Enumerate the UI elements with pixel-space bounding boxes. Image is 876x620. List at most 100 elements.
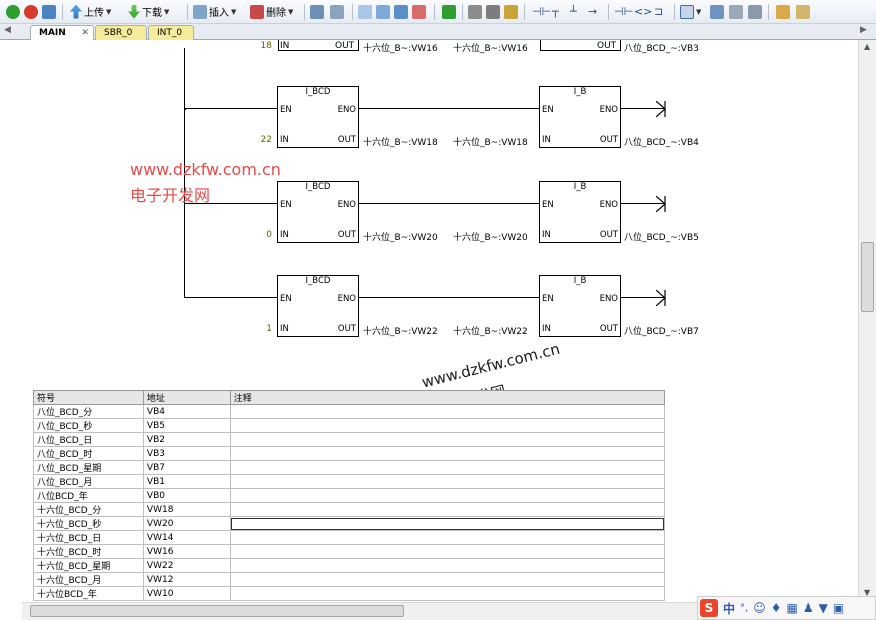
branch-button[interactable]: ┬ (552, 4, 559, 19)
tool-button[interactable] (330, 4, 344, 19)
address-cell[interactable]: VW20 (142, 516, 231, 531)
symbol-cell[interactable]: 十六位BCD_年 (33, 586, 144, 601)
address-cell[interactable]: VW16 (142, 544, 231, 559)
download-button[interactable]: 下载 ▼ (128, 4, 169, 19)
tool-button[interactable] (358, 4, 372, 19)
operand-label[interactable]: 十六位_B~:VW22 (363, 327, 438, 337)
comment-cell[interactable] (229, 558, 666, 573)
ime-punctuation[interactable]: °, (740, 602, 749, 614)
compile-button[interactable] (42, 4, 56, 19)
function-block-i-b[interactable]: I_B EN ENO IN OUT (539, 275, 621, 337)
address-cell[interactable]: VW12 (142, 572, 231, 587)
comment-cell[interactable] (229, 474, 666, 489)
tool-button[interactable] (394, 4, 408, 19)
upload-button[interactable]: 上传 ▼ (70, 4, 111, 19)
vertical-scrollbar[interactable]: ▲ ▼ (858, 40, 876, 602)
coil-button[interactable]: <> (634, 4, 652, 19)
line-up-button[interactable]: ┴ (570, 4, 577, 19)
operand-label[interactable]: 八位_BCD_~:VB5 (624, 233, 699, 243)
symbol-cell[interactable]: 十六位_BCD_月 (33, 572, 144, 587)
tool-button[interactable] (468, 4, 482, 19)
operand-label[interactable]: 十六位_B~:VW22 (453, 327, 528, 337)
tab-scroll-left-icon[interactable]: ◀ (4, 25, 11, 35)
tool-button[interactable] (504, 4, 518, 19)
horizontal-scrollbar[interactable] (22, 602, 858, 620)
operand-label[interactable]: 十六位_B~:VW18 (453, 138, 528, 148)
delete-button[interactable]: 删除 ▼ (250, 4, 293, 19)
comment-cell[interactable] (229, 432, 666, 447)
symbol-cell[interactable]: 十六位_BCD_日 (33, 530, 144, 545)
contact-button[interactable]: ⊣⊢ (532, 4, 551, 19)
operand-label[interactable]: 十六位_B~:VW20 (363, 233, 438, 243)
address-cell[interactable]: VW10 (142, 586, 231, 601)
stop-button[interactable] (24, 4, 38, 19)
operand-label[interactable]: 十六位_B~:VW20 (453, 233, 528, 243)
comment-cell[interactable] (229, 418, 666, 433)
constant-value[interactable]: 0 (266, 230, 272, 240)
symbol-cell[interactable]: 十六位_BCD_分 (33, 502, 144, 517)
address-cell[interactable]: VB0 (142, 488, 231, 503)
comment-cell[interactable] (229, 586, 666, 601)
sogou-logo-icon[interactable]: S (700, 599, 718, 617)
tool-button[interactable] (729, 4, 743, 19)
tool-button[interactable] (748, 4, 762, 19)
tab-main[interactable]: MAIN ✕ (30, 25, 94, 40)
scroll-down-icon[interactable]: ▼ (864, 588, 871, 597)
address-cell[interactable]: VB2 (142, 432, 231, 447)
skin-icon[interactable]: ▼ (818, 601, 828, 615)
close-icon[interactable]: ✕ (81, 28, 89, 38)
operand-label[interactable]: 八位_BCD_~:VB7 (624, 327, 699, 337)
function-block-i-b[interactable]: I_B EN ENO IN OUT (539, 86, 621, 148)
symbol-cell[interactable]: 八位_BCD_日 (33, 432, 144, 447)
run-button[interactable] (6, 4, 20, 19)
horizontal-scroll-thumb[interactable] (30, 605, 404, 617)
comment-cell[interactable] (229, 572, 666, 587)
symbol-cell[interactable]: 十六位_BCD_时 (33, 544, 144, 559)
comment-cell[interactable] (229, 446, 666, 461)
comment-cell-selected[interactable] (229, 516, 666, 531)
symbol-cell[interactable]: 八位_BCD_月 (33, 474, 144, 489)
operand-label[interactable]: 十六位_B~:VW16 (363, 44, 438, 54)
function-block-i-bcd[interactable]: I_BCD EN ENO IN OUT (277, 181, 359, 243)
tool-button[interactable] (310, 4, 324, 19)
column-header-comment[interactable]: 注释 (229, 390, 666, 405)
tool-button[interactable] (796, 4, 810, 19)
comment-cell[interactable] (229, 460, 666, 475)
address-cell[interactable]: VB3 (142, 446, 231, 461)
comment-cell[interactable] (229, 544, 666, 559)
function-block-i-bcd[interactable]: I_BCD EN ENO IN OUT (277, 275, 359, 337)
constant-value[interactable]: 1 (266, 324, 272, 334)
tab-scroll-right-icon[interactable]: ▶ (860, 25, 867, 35)
address-cell[interactable]: VW18 (142, 502, 231, 517)
function-block-i-bcd[interactable]: I_BCD EN ENO IN OUT (277, 86, 359, 148)
address-cell[interactable]: VB1 (142, 474, 231, 489)
microphone-icon[interactable]: ♦ (770, 601, 782, 615)
column-header-address[interactable]: 地址 (142, 390, 231, 405)
contact-no-button[interactable]: ⊣⊢ (614, 4, 633, 19)
vertical-scroll-thumb[interactable] (861, 242, 874, 312)
ime-mode[interactable]: 中 (723, 601, 736, 616)
comment-cell[interactable] (229, 404, 666, 419)
address-cell[interactable]: VB4 (142, 404, 231, 419)
tool-button[interactable] (442, 4, 456, 19)
scroll-up-icon[interactable]: ▲ (864, 42, 871, 51)
constant-value[interactable]: 22 (260, 135, 272, 145)
address-cell[interactable]: VB7 (142, 460, 231, 475)
symbol-cell[interactable]: 八位BCD_年 (33, 488, 144, 503)
tool-button[interactable] (776, 4, 790, 19)
symbol-cell[interactable]: 八位_BCD_星期 (33, 460, 144, 475)
symbol-cell[interactable]: 十六位_BCD_秒 (33, 516, 144, 531)
